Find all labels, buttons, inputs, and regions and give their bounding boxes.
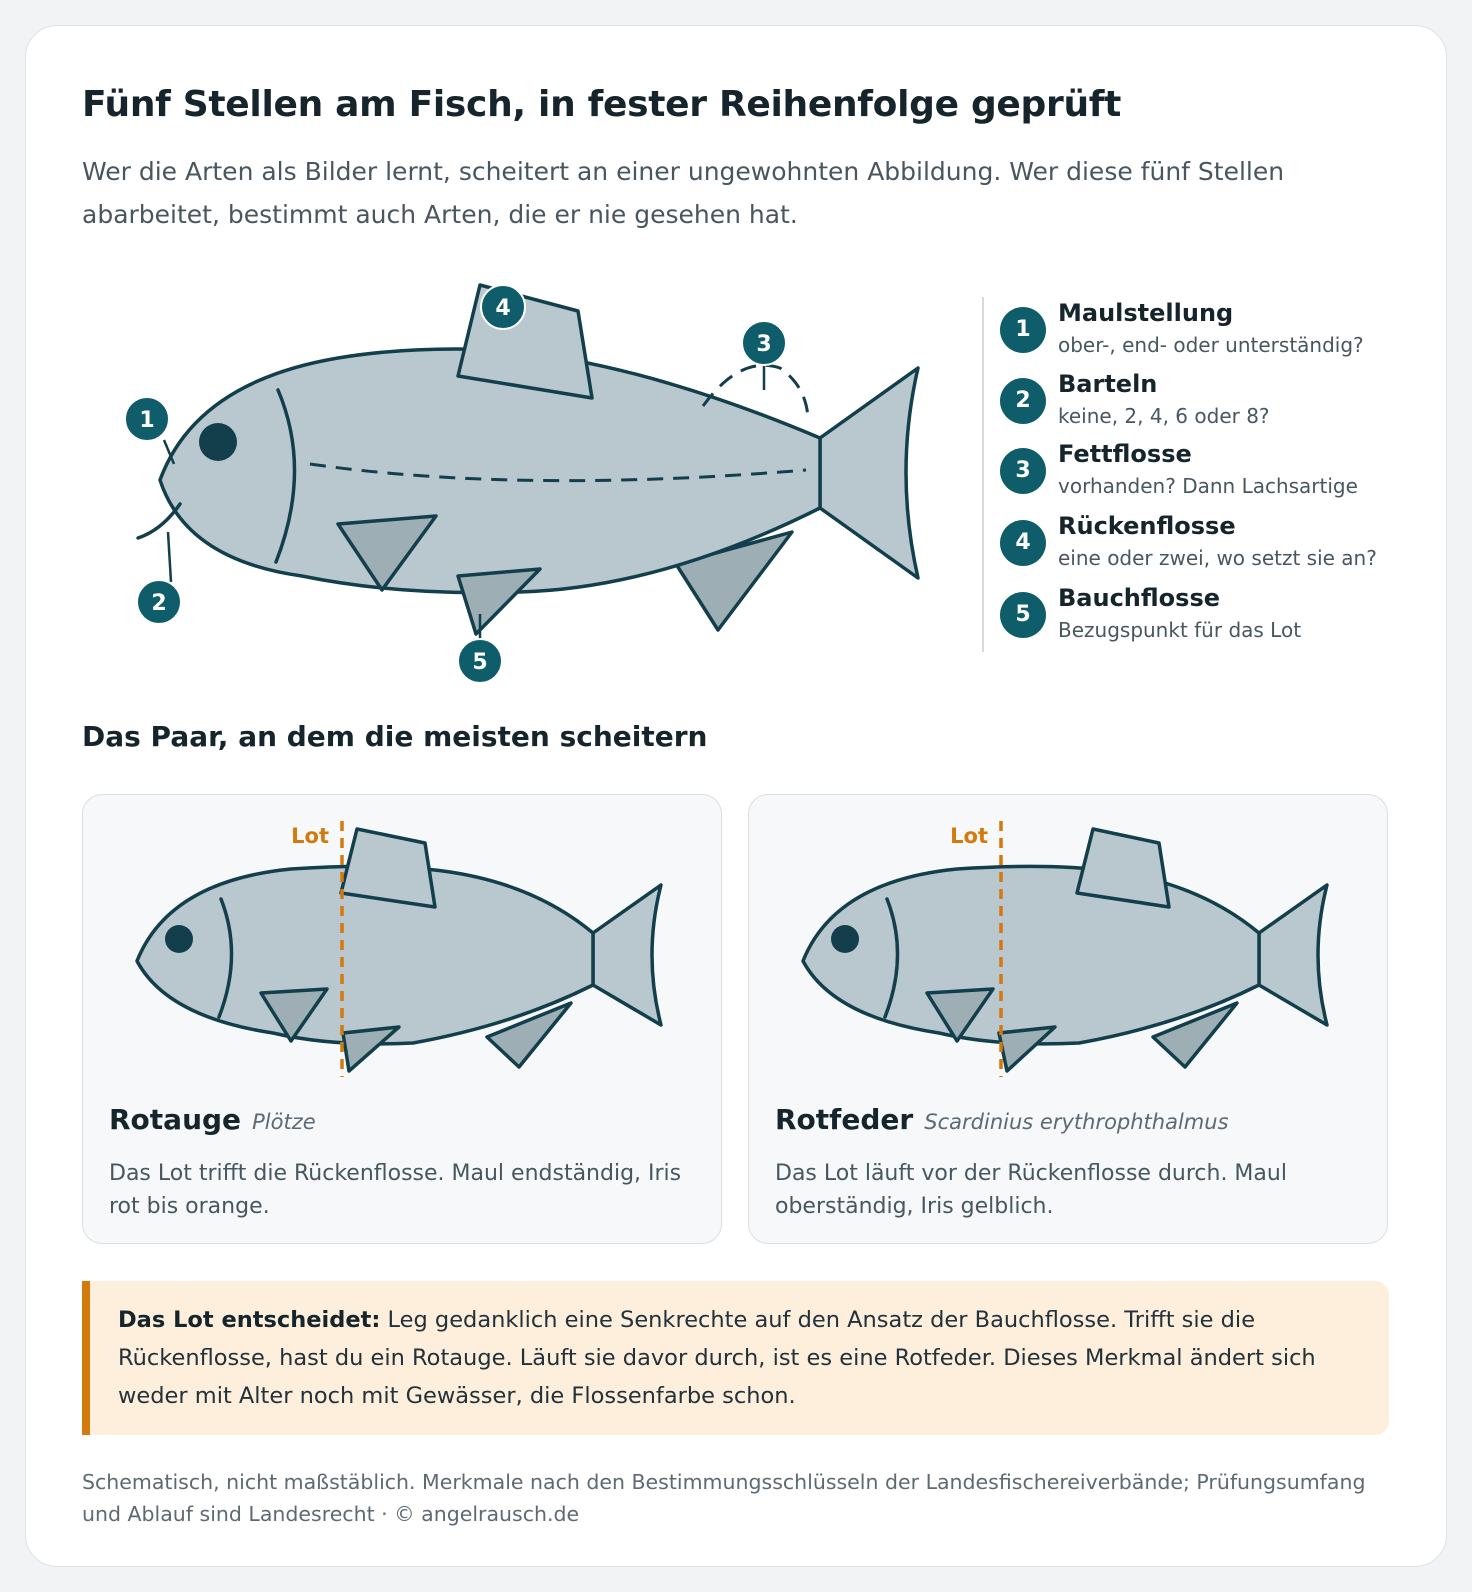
marker-1: 1 [124, 396, 170, 442]
anal-fin [485, 1001, 573, 1069]
anal-fin [1151, 1001, 1239, 1069]
feature-legend: 1 Maulstellung ober-, end- oder unterstä… [982, 297, 1404, 652]
species-description: Das Lot läuft vor der Rückenflosse durch… [775, 1161, 1287, 1219]
svg-text:4: 4 [495, 296, 510, 321]
legend-number: 1 [1002, 309, 1044, 351]
fish-eye [199, 423, 237, 461]
species-name: Rotauge Plötze [109, 1103, 316, 1136]
gill-cover [883, 897, 900, 1019]
species-card-rotauge: Lot Rotauge Plötze Das Lot trifft die Rü… [82, 794, 722, 1244]
tail-fin [818, 366, 920, 580]
tail-fin [1257, 883, 1329, 1027]
pelvic-fin [456, 567, 542, 636]
lot-label: Lot [950, 824, 988, 848]
species-description: Das Lot trifft die Rückenflosse. Maul en… [109, 1161, 682, 1219]
svg-text:3: 3 [756, 332, 771, 357]
legend-title: Bauchflosse [1058, 584, 1221, 612]
legend-title: Barteln [1058, 370, 1158, 398]
svg-text:1: 1 [139, 408, 154, 433]
gill-cover [274, 388, 297, 564]
legend-number: 4 [1002, 522, 1044, 564]
section-title: Das Paar, an dem die meisten scheitern [82, 720, 708, 753]
dorsal-fin [339, 827, 437, 909]
callout-lead: Das Lot entscheidet: [118, 1307, 381, 1333]
species-name: Rotfeder Scardinius erythrophthalmus [775, 1103, 1229, 1136]
fish-body [801, 864, 1261, 1046]
legend-number: 5 [1002, 594, 1044, 636]
lot-callout: Das Lot entscheidet: Leg gedanklich eine… [82, 1281, 1389, 1435]
pelvic-fin [341, 1025, 401, 1073]
legend-desc: Bezugspunkt für das Lot [1058, 618, 1302, 642]
legend-title: Maulstellung [1058, 299, 1234, 327]
legend-item: 3 Fettflosse vorhanden? Dann Lachsartige [1002, 440, 1412, 504]
marker-4: 4 [480, 284, 526, 330]
legend-number: 3 [1002, 450, 1044, 492]
page-subtitle: Wer die Arten als Bilder lernt, scheiter… [82, 157, 1285, 229]
page-title: Fünf Stellen am Fisch, in fester Reihenf… [82, 84, 1122, 125]
legend-title: Rückenflosse [1058, 512, 1236, 540]
adipose-fin [701, 363, 810, 419]
legend-desc: keine, 2, 4, 6 oder 8? [1058, 404, 1270, 428]
callout-text: Leg gedanklich eine Senkrechte auf den A… [118, 1307, 1316, 1409]
pelvic-fin [997, 1025, 1057, 1073]
dorsal-fin [1075, 827, 1171, 909]
leader-line-2 [166, 531, 173, 583]
species-card-rotfeder: Lot Rotfeder Scardinius erythrophthalmus… [748, 794, 1388, 1244]
fish-eye [165, 925, 193, 953]
tail-fin [591, 883, 663, 1027]
fish-anatomy-diagram: 1 2 3 4 5 [124, 283, 920, 684]
leader-line-1 [162, 439, 176, 465]
legend-item: 4 Rückenflosse eine oder zwei, wo setzt … [1002, 512, 1412, 576]
legend-item: 2 Barteln keine, 2, 4, 6 oder 8? [1002, 370, 1412, 434]
gill-cover [217, 897, 234, 1019]
marker-3: 3 [741, 320, 787, 366]
legend-desc: eine oder zwei, wo setzt sie an? [1058, 546, 1377, 570]
svg-text:5: 5 [472, 650, 487, 675]
marker-5: 5 [457, 638, 503, 684]
lateral-line [309, 462, 807, 483]
footnote: Schematisch, nicht maßstäblich. Merkmale… [82, 1470, 1366, 1526]
marker-2: 2 [136, 579, 182, 625]
legend-desc: ober-, end- oder unterständig? [1058, 333, 1364, 357]
barbel [136, 502, 182, 540]
species-scientific-name: Plötze [252, 1110, 316, 1134]
lot-label: Lot [291, 824, 329, 848]
legend-title: Fettflosse [1058, 440, 1192, 468]
pectoral-fin [336, 514, 438, 592]
fish-body [158, 347, 822, 595]
species-common-name: Rotauge [109, 1103, 242, 1136]
pectoral-fin [259, 987, 329, 1043]
species-scientific-name: Scardinius erythrophthalmus [924, 1110, 1229, 1134]
fish-eye [831, 925, 859, 953]
svg-text:2: 2 [151, 591, 166, 616]
pectoral-fin [925, 987, 995, 1043]
legend-desc: vorhanden? Dann Lachsartige [1058, 474, 1358, 498]
rotauge-fish-diagram: Lot [135, 821, 663, 1077]
rotfeder-fish-diagram: Lot [801, 821, 1329, 1077]
species-common-name: Rotfeder [775, 1103, 914, 1136]
legend-item: 5 Bauchflosse Bezugspunkt für das Lot [1002, 584, 1412, 648]
legend-item: 1 Maulstellung ober-, end- oder unterstä… [1002, 299, 1412, 363]
legend-number: 2 [1002, 380, 1044, 422]
fish-body [135, 864, 595, 1046]
